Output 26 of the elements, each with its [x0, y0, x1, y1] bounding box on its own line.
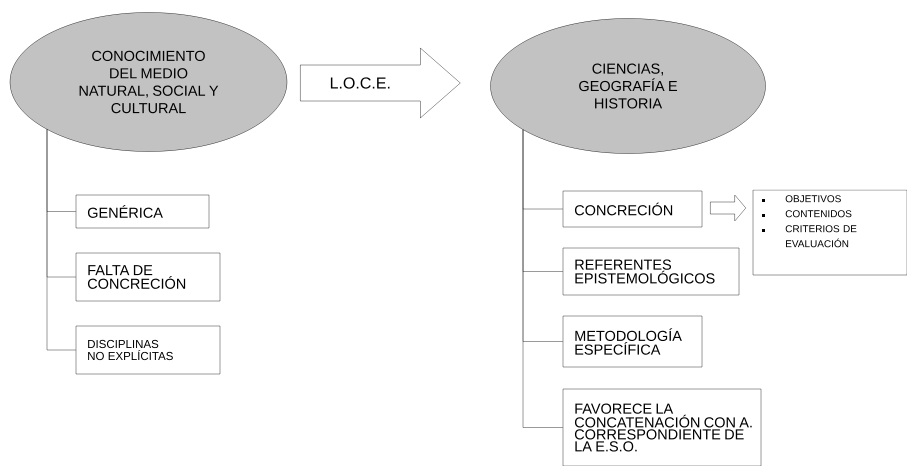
- edge-label: L.O.C.E.: [330, 77, 390, 89]
- connector-line: [522, 129, 563, 428]
- text-box: [76, 194, 210, 228]
- node-label: GENÉRICA: [88, 205, 163, 218]
- node-label: OBJETIVOS: [786, 195, 841, 202]
- node-label: CONTENIDOS: [786, 210, 852, 218]
- text-box: [76, 326, 220, 374]
- node-label: CONOCIMIENTO DEL MEDIO NATURAL, SOCIAL Y CULTURAL: [80, 50, 218, 114]
- node-label: REFERENTES EPISTEMOLÓGICOS: [575, 260, 715, 284]
- text-box: [562, 248, 740, 296]
- node-label: CIENCIAS, GEOGRAFÍA E HISTORIA: [579, 63, 677, 109]
- subject-ellipse: [10, 12, 288, 152]
- text-box: [562, 388, 762, 466]
- connector-line: [46, 129, 76, 350]
- node-label: FAVORECE LA CONCATENACIÓN CON A. CORRESPONDIENTE DE LA E.S.O.: [574, 404, 752, 452]
- node-label: CRITERIOS DE EVALUACIÓN: [786, 225, 856, 248]
- list-box: [752, 190, 907, 276]
- subject-ellipse: [490, 18, 766, 154]
- text-box: [562, 316, 702, 368]
- text-box: [76, 252, 220, 302]
- node-label: FALTA DE CONCRECIÓN: [88, 265, 186, 289]
- node-label: DISCIPLINAS NO EXPLÍCITAS: [88, 340, 173, 360]
- text-box: [562, 190, 702, 228]
- node-label: METODOLOGÍA ESPECÍFICA: [575, 328, 682, 355]
- node-label: CONCRECIÓN: [574, 202, 672, 216]
- block-arrow: [710, 194, 746, 222]
